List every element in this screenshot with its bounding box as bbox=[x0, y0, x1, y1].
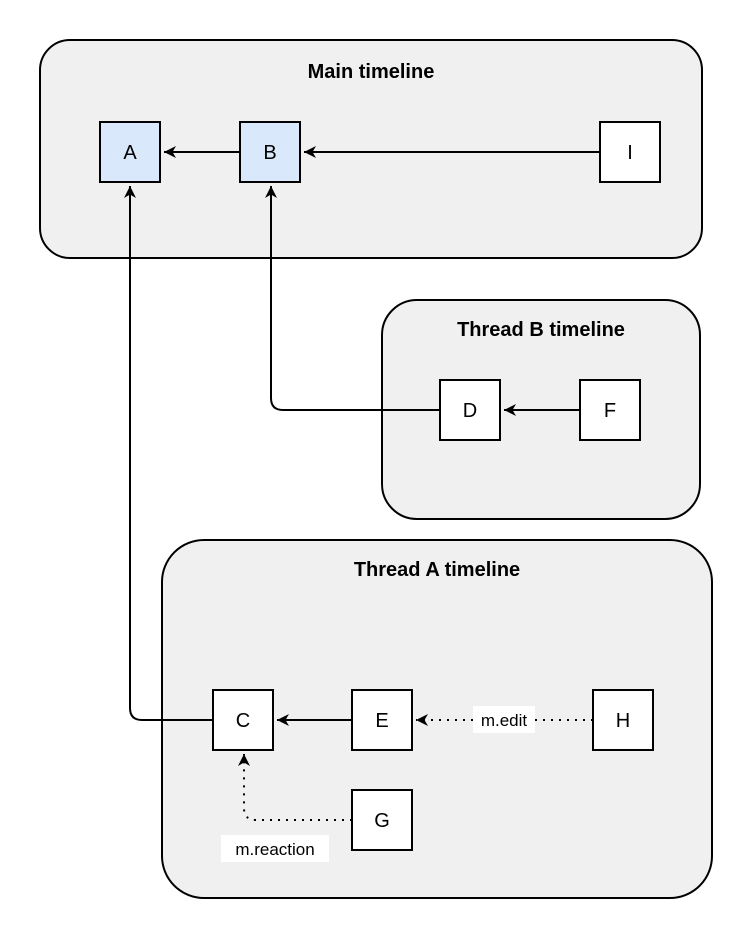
node-box-E bbox=[351, 689, 413, 751]
node-label-B: B bbox=[263, 142, 276, 164]
node-label-A: A bbox=[123, 142, 137, 164]
edge-label-m-reaction: m.reaction bbox=[235, 840, 314, 859]
node-D: D bbox=[439, 379, 501, 441]
node-B: B bbox=[239, 121, 301, 183]
edge-C-to-A bbox=[124, 186, 213, 721]
node-F: F bbox=[579, 379, 641, 441]
node-I: I bbox=[599, 121, 661, 183]
node-box-I bbox=[599, 121, 661, 183]
edge-D-to-B bbox=[265, 186, 440, 411]
container-title-thread-a-timeline: Thread A timeline bbox=[354, 559, 520, 581]
edge-label-m-reaction-group: m.reaction bbox=[221, 835, 329, 862]
node-label-H: H bbox=[616, 710, 630, 732]
edge-label-m-edit: m.edit bbox=[481, 711, 528, 730]
container-title-thread-b-timeline: Thread B timeline bbox=[457, 319, 625, 341]
node-G: G bbox=[351, 789, 413, 851]
node-label-I: I bbox=[627, 142, 633, 164]
node-label-D: D bbox=[463, 400, 477, 422]
node-label-G: G bbox=[374, 810, 390, 832]
node-H: H bbox=[592, 689, 654, 751]
node-label-F: F bbox=[604, 400, 616, 422]
node-C: C bbox=[212, 689, 274, 751]
node-box-A bbox=[99, 121, 161, 183]
node-box-C bbox=[212, 689, 274, 751]
edge-label-bg-m-edit bbox=[473, 706, 535, 733]
container-title-main-timeline: Main timeline bbox=[308, 61, 435, 83]
node-box-B bbox=[239, 121, 301, 183]
node-box-G bbox=[351, 789, 413, 851]
node-box-F bbox=[579, 379, 641, 441]
edge-G-to-C bbox=[238, 754, 352, 821]
node-label-C: C bbox=[236, 710, 250, 732]
edge-label-m-edit-group: m.edit bbox=[473, 706, 535, 733]
node-A: A bbox=[99, 121, 161, 183]
container-main-timeline bbox=[39, 39, 703, 259]
edge-label-bg-m-reaction bbox=[221, 835, 329, 862]
node-E: E bbox=[351, 689, 413, 751]
node-box-H bbox=[592, 689, 654, 751]
node-label-E: E bbox=[375, 710, 388, 732]
node-box-D bbox=[439, 379, 501, 441]
